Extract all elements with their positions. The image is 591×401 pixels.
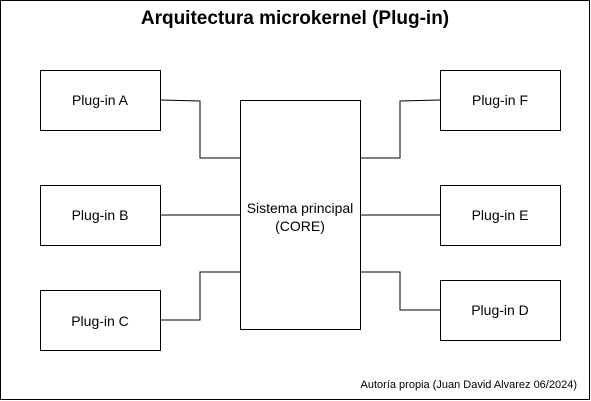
core-node: Sistema principal (CORE): [240, 100, 361, 330]
plugin-d-node: Plug-in D: [440, 280, 561, 341]
plugin-a-box: [40, 70, 161, 131]
core-box: [240, 100, 361, 330]
connector-plugin-c-core: [160, 271, 240, 321]
plugin-b-box: [40, 185, 161, 246]
authorship-note: Autoría propia (Juan David Alvarez 06/20…: [361, 379, 577, 391]
plugin-d-box: [440, 280, 561, 341]
plugin-c-label: Plug-in C: [71, 313, 129, 329]
plugin-d-label: Plug-in D: [471, 302, 529, 318]
core-label-line1: Sistema principal: [247, 200, 354, 216]
plugin-b-node: Plug-in B: [40, 185, 161, 246]
plugin-f-label: Plug-in F: [472, 92, 528, 108]
plugin-f-node: Plug-in F: [440, 70, 561, 131]
plugin-e-box: [440, 185, 561, 246]
plugin-e-label: Plug-in E: [472, 207, 529, 223]
plugin-a-label: Plug-in A: [72, 92, 129, 108]
plugin-c-box: [40, 290, 161, 351]
plugin-f-box: [440, 70, 561, 131]
core-label-line2: (CORE): [275, 218, 325, 234]
plugin-c-node: Plug-in C: [40, 290, 161, 351]
plugin-a-node: Plug-in A: [40, 70, 161, 131]
plugin-b-label: Plug-in B: [72, 207, 129, 223]
connector-core-plugin-f: [360, 99, 441, 159]
plugin-e-node: Plug-in E: [440, 185, 561, 246]
diagram-title: Arquitectura microkernel (Plug-in): [141, 8, 449, 29]
connector-plugin-a-core: [159, 99, 240, 159]
connector-core-plugin-d: [360, 271, 440, 311]
